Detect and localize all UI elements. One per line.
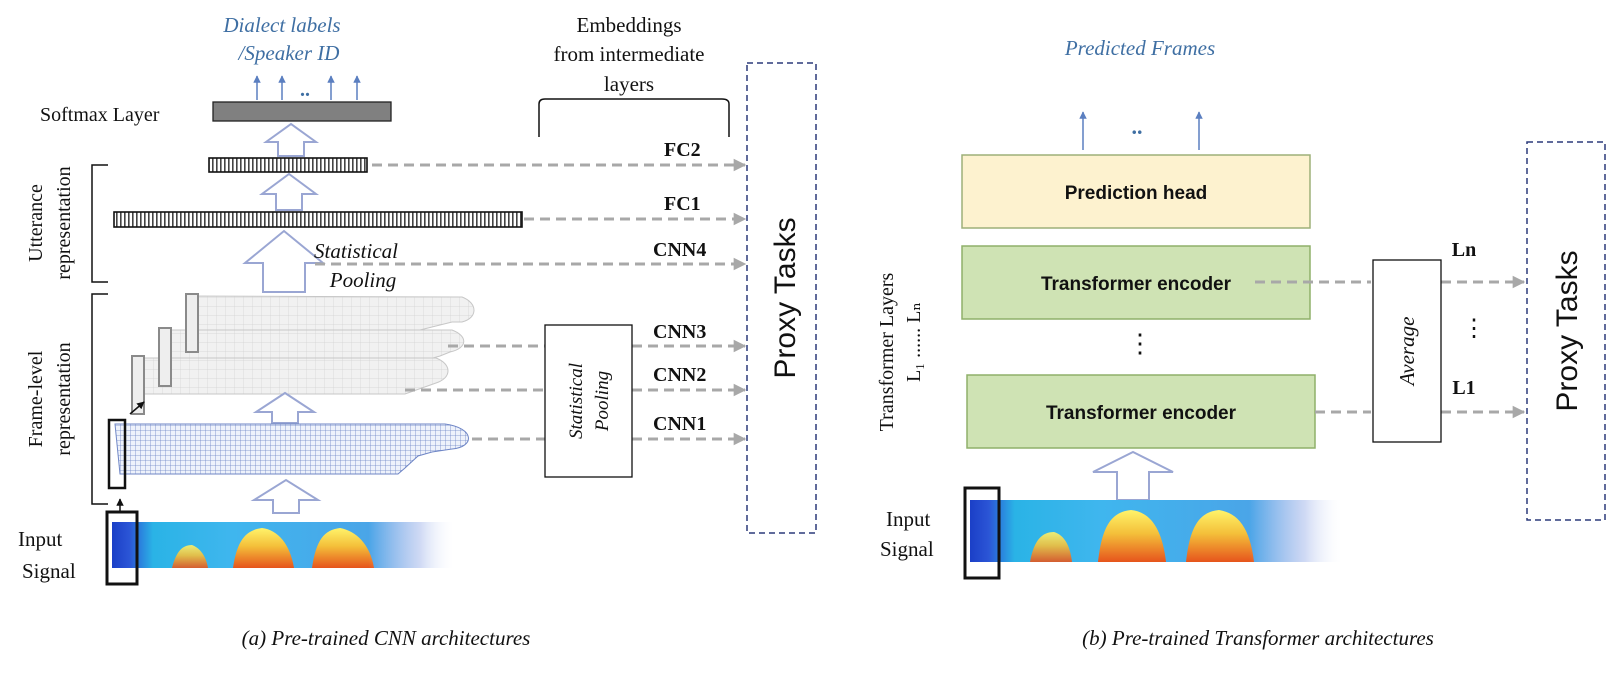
cnn1-kernel-box	[107, 418, 127, 490]
hollow-arrow-input-encoder	[1092, 450, 1174, 501]
cnn1-feature-map	[114, 423, 469, 475]
fc2-bar	[208, 157, 368, 173]
input-label-b-line2: Signal	[880, 537, 934, 561]
ln-label: Ln	[1452, 239, 1476, 261]
fc1-bar	[113, 211, 523, 228]
transformer-layers-label: Transformer Layers	[876, 272, 898, 431]
stat-pooling-box	[544, 324, 633, 478]
input-spectrogram-b	[970, 500, 1342, 562]
dashed-connectors-a	[315, 158, 747, 446]
input-label-a-line1: Input	[18, 527, 62, 551]
predicted-frames-label: Predicted Frames	[1064, 36, 1215, 60]
l1-label: L1	[1452, 377, 1475, 399]
average-box	[1372, 259, 1442, 443]
input-spectrogram-a	[112, 522, 454, 568]
stat-pooling-line2: Pooling	[329, 268, 397, 292]
transformer-encoder-top	[961, 245, 1311, 320]
embeddings-line1: Embeddings	[577, 13, 682, 37]
panel-b: Predicted Frames .. Prediction head Tran…	[876, 36, 1606, 650]
hollow-arrow-fc2-softmax	[262, 122, 320, 157]
prediction-head-label: Prediction head	[1065, 183, 1208, 204]
predicted-ellipsis: ..	[1132, 114, 1143, 139]
input-window-box-b	[963, 486, 1001, 580]
input-label-a-line2: Signal	[22, 559, 76, 583]
softmax-label: Softmax Layer	[40, 104, 160, 126]
output-ellipsis: ..	[300, 79, 310, 101]
hollow-arrow-fc1-fc2	[258, 172, 320, 211]
proxy-tasks-label-b: Proxy Tasks	[1551, 250, 1584, 411]
utterance-bracket	[91, 164, 108, 283]
frame-label-line1: Frame-level	[25, 350, 47, 447]
transformer-encoder-bottom	[966, 374, 1316, 449]
stat-pooling-line1: Statistical	[314, 239, 398, 263]
utterance-label-line2: representation	[53, 166, 75, 279]
softmax-layer	[212, 101, 392, 122]
embeddings-line2: from intermediate	[553, 42, 704, 66]
kernel-arrow	[129, 401, 145, 415]
average-label: Average	[1395, 317, 1419, 388]
hollow-arrow-cnn1-cnn2	[252, 391, 318, 424]
stat-pooling-box-line2: Pooling	[592, 371, 613, 432]
transformer-encoder-bottom-label: Transformer encoder	[1046, 403, 1237, 424]
fc2-label: FC2	[664, 139, 701, 161]
input-label-b-line1: Input	[886, 507, 930, 531]
proxy-tasks-label-a: Proxy Tasks	[769, 217, 802, 378]
hollow-arrow-input-cnn1	[250, 478, 322, 514]
panel-a: Dialect labels /Speaker ID .. Softmax La…	[18, 13, 817, 650]
embeddings-line3: layers	[604, 72, 654, 96]
layer-labels-a: FC2 FC1 CNN4 CNN3 CNN2 CNN1	[653, 139, 706, 435]
input-window-box-a	[105, 510, 139, 586]
cnn1-label: CNN1	[653, 413, 706, 435]
output-arrows	[253, 75, 361, 100]
cnn2-label: CNN2	[653, 364, 706, 386]
encoder-stack-dots: ⋮	[1127, 329, 1153, 358]
dashed-connectors-b	[1255, 275, 1526, 419]
output-labels-line2: /Speaker ID	[238, 41, 340, 65]
fc1-label: FC1	[664, 193, 701, 215]
layer-range-label: L₁ ...... Lₙ	[903, 302, 925, 382]
ln-l1-dots: ⋮	[1462, 316, 1486, 342]
cnn4-label: CNN4	[653, 239, 706, 261]
frame-label-line2: representation	[53, 342, 75, 455]
stat-pooling-box-line1: Statistical	[566, 363, 587, 439]
caption-a: (a) Pre-trained CNN architectures	[242, 626, 531, 650]
cnn3-label: CNN3	[653, 321, 706, 343]
prediction-head-box	[961, 154, 1311, 229]
output-labels-line1: Dialect labels	[222, 13, 340, 37]
transformer-encoder-top-label: Transformer encoder	[1041, 274, 1232, 295]
proxy-tasks-box-b	[1526, 141, 1606, 521]
proxy-tasks-box-a	[746, 62, 817, 534]
frame-bracket	[91, 293, 108, 505]
predicted-frames-arrows	[1079, 111, 1203, 150]
cnn-feature-maps-upper	[131, 293, 475, 415]
embeddings-brace	[538, 98, 730, 137]
hollow-arrow-pool-fc1	[242, 229, 326, 293]
caption-b: (b) Pre-trained Transformer architecture…	[1082, 626, 1434, 650]
utterance-label-line1: Utterance	[25, 184, 47, 262]
